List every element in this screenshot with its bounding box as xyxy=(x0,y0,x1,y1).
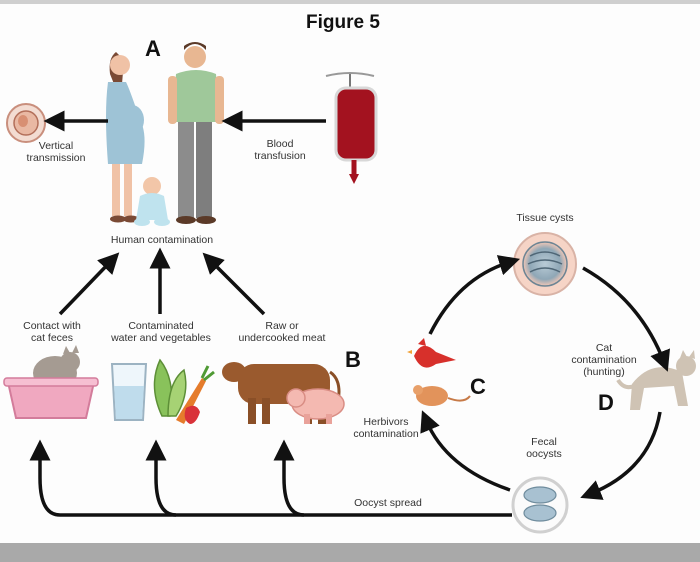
blood-bag-icon xyxy=(325,72,378,184)
label-herbivors-contamination: Herbivors contamination xyxy=(353,416,419,440)
label-contaminated-water: Contaminated water and vegetables xyxy=(111,320,211,344)
label-raw-meat: Raw or undercooked meat xyxy=(238,320,326,344)
baby-icon xyxy=(134,177,170,226)
label-tissue-cysts: Tissue cysts xyxy=(516,212,574,224)
bird-icon xyxy=(407,338,456,368)
arrow-herbivore-to-tissue-cyst xyxy=(428,255,521,335)
oocyst-icon xyxy=(511,476,569,534)
label-blood-transfusion: Blood transfusion xyxy=(254,138,306,162)
label-contact-cat-feces: Contact with cat feces xyxy=(23,320,81,344)
fetus-icon xyxy=(6,103,46,143)
arrow-spread-to-litter xyxy=(29,439,61,517)
arrow-cat-feces-to-human xyxy=(58,252,120,316)
vegetables-icon xyxy=(153,358,215,424)
mouse-icon xyxy=(413,385,471,406)
label-fecal-oocysts: Fecal oocysts xyxy=(526,436,562,460)
cat-icon xyxy=(616,350,696,410)
pig-icon xyxy=(286,388,345,424)
litter-box-cat-icon xyxy=(3,345,99,419)
water-glass-icon xyxy=(110,363,148,421)
letter-d: D xyxy=(598,390,614,415)
arrow-oocyst-to-herbivore xyxy=(420,410,511,492)
figure-title: Figure 5 xyxy=(306,12,380,33)
arrow-meat-to-human xyxy=(202,252,266,316)
pregnant-woman-icon xyxy=(106,52,145,223)
label-oocyst-spread: Oocyst spread xyxy=(354,497,422,509)
label-cat-contamination: Cat contamination (hunting) xyxy=(571,342,637,378)
letter-b: B xyxy=(345,347,361,372)
top-border xyxy=(0,0,700,4)
arrow-spread-to-water xyxy=(145,439,177,517)
letter-a: A xyxy=(145,36,161,61)
arrow-spread-to-livestock xyxy=(273,439,305,517)
arrow-tissue-cyst-to-cat xyxy=(582,266,670,372)
label-human-contamination: Human contamination xyxy=(110,234,214,246)
letter-c: C xyxy=(470,374,486,399)
label-vertical-transmission: Vertical transmission xyxy=(26,140,86,164)
arrow-cat-to-oocyst xyxy=(580,411,662,500)
man-icon xyxy=(168,42,224,224)
tissue-cyst-icon xyxy=(513,232,577,296)
bottom-border xyxy=(0,543,700,562)
